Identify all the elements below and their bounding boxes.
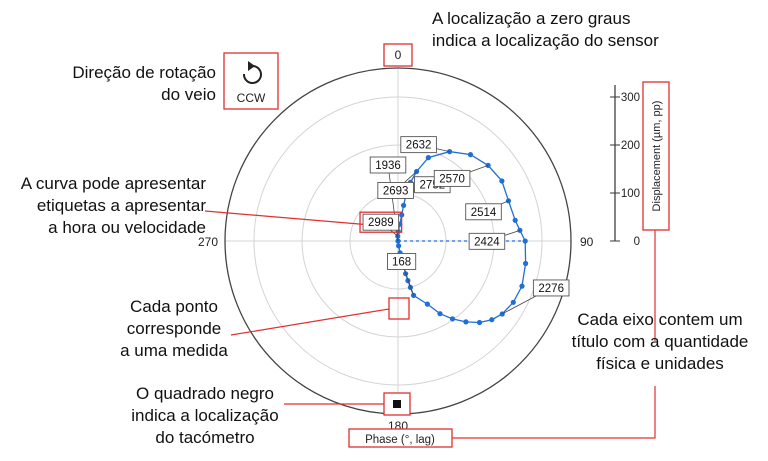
point-label-box bbox=[387, 252, 417, 270]
radial-tick-label: 200 bbox=[621, 140, 640, 152]
angle-label-right: 90 bbox=[580, 235, 594, 249]
angle-label-top: 0 bbox=[395, 48, 402, 62]
point-label-box bbox=[362, 213, 400, 231]
curve-label-callout-box bbox=[359, 211, 403, 233]
data-point bbox=[425, 155, 431, 161]
point-label-box bbox=[369, 156, 407, 174]
point-label: 2632 bbox=[406, 140, 432, 152]
annotation-line: do veio bbox=[161, 85, 216, 104]
data-point bbox=[449, 316, 456, 322]
data-point bbox=[512, 217, 518, 223]
annotation-line: título com a quantidade bbox=[571, 332, 749, 351]
point-label-box bbox=[532, 279, 570, 297]
annotation-line: A curva pode apresentar bbox=[20, 174, 206, 193]
annotation-line: do tacómetro bbox=[155, 428, 255, 447]
counterclockwise-arrow-icon bbox=[242, 61, 262, 84]
point-label: 2989 bbox=[368, 217, 394, 229]
data-point bbox=[476, 319, 483, 326]
phase-title-leader bbox=[452, 386, 656, 439]
annotation-line: A localização a zero graus bbox=[432, 9, 631, 28]
annotation-line: etiquetas a apresentar bbox=[36, 196, 206, 215]
data-point bbox=[499, 311, 505, 317]
annotation-line: O quadrado negro bbox=[136, 384, 274, 403]
point-label: 2693 bbox=[383, 185, 409, 197]
data-point bbox=[401, 202, 407, 208]
annotation-line: indica a localização do sensor bbox=[432, 31, 659, 50]
tachometer-annotation: O quadrado negro indica a localização do… bbox=[118, 383, 292, 449]
annotation-line: física e unidades bbox=[596, 354, 724, 373]
rotation-icon-box bbox=[223, 52, 279, 110]
radial-axis-title: Displacement (µm, pp) bbox=[651, 101, 663, 212]
point-label-box bbox=[377, 182, 414, 199]
point-label-box bbox=[400, 136, 437, 154]
annotation-line: Cada ponto bbox=[130, 297, 218, 316]
annotation-line: Cada eixo contem um bbox=[577, 310, 743, 329]
callout-leaders bbox=[204, 210, 656, 439]
data-point bbox=[522, 238, 528, 244]
rotation-direction-label: CCW bbox=[237, 91, 266, 105]
point-label-box bbox=[465, 203, 502, 221]
sensor-location-annotation: A localização a zero graus indica a loca… bbox=[432, 8, 659, 52]
point-label-box bbox=[433, 169, 471, 187]
data-point bbox=[489, 317, 495, 323]
annotation-line: corresponde bbox=[126, 319, 222, 338]
data-point bbox=[424, 301, 430, 307]
angle-label-left: 270 bbox=[198, 235, 218, 249]
radial-tick-label: 100 bbox=[621, 188, 640, 200]
data-point bbox=[510, 299, 516, 305]
phase-axis-title: Phase (°, lag) bbox=[365, 434, 435, 446]
data-point bbox=[485, 162, 491, 168]
data-point bbox=[437, 311, 443, 317]
data-point bbox=[463, 319, 469, 325]
annotation-line: a uma medida bbox=[120, 341, 228, 360]
shaft-rotation-annotation: Direção de rotação do veio bbox=[40, 62, 216, 106]
data-point bbox=[523, 260, 529, 267]
data-point bbox=[467, 152, 474, 158]
zero-angle-callout-box bbox=[383, 43, 413, 67]
point-label: 168 bbox=[392, 256, 411, 268]
tachometer-marker bbox=[393, 400, 401, 408]
point-label: 1936 bbox=[375, 160, 401, 172]
curve-labels-annotation: A curva pode apresentar etiquetas a apre… bbox=[20, 173, 206, 239]
data-point bbox=[519, 283, 525, 289]
point-measurement-annotation: Cada ponto corresponde a uma medida bbox=[118, 296, 230, 362]
data-point bbox=[396, 243, 402, 249]
radial-axis: 0 100 200 300 Displacement (µm, pp) bbox=[610, 81, 670, 248]
point-label-box bbox=[468, 232, 506, 250]
data-point bbox=[499, 178, 505, 184]
point-label: 2570 bbox=[439, 173, 465, 185]
radial-title-box bbox=[642, 81, 670, 231]
point-label: 2424 bbox=[474, 236, 500, 248]
annotation-line: indica a localização bbox=[131, 406, 279, 425]
axis-titles-annotation: Cada eixo contem um título com a quantid… bbox=[560, 309, 760, 375]
annotation-line: a hora ou velocidade bbox=[48, 218, 206, 237]
point-callout-box bbox=[388, 297, 410, 320]
point-label: 2276 bbox=[538, 283, 564, 295]
point-leader bbox=[230, 308, 390, 336]
point-label: 2514 bbox=[471, 207, 497, 219]
annotation-line: Direção de rotação bbox=[72, 63, 216, 82]
radial-tick-label: 300 bbox=[621, 92, 640, 104]
radial-tick-label: 0 bbox=[634, 236, 640, 248]
curve-label-leader bbox=[204, 210, 372, 226]
